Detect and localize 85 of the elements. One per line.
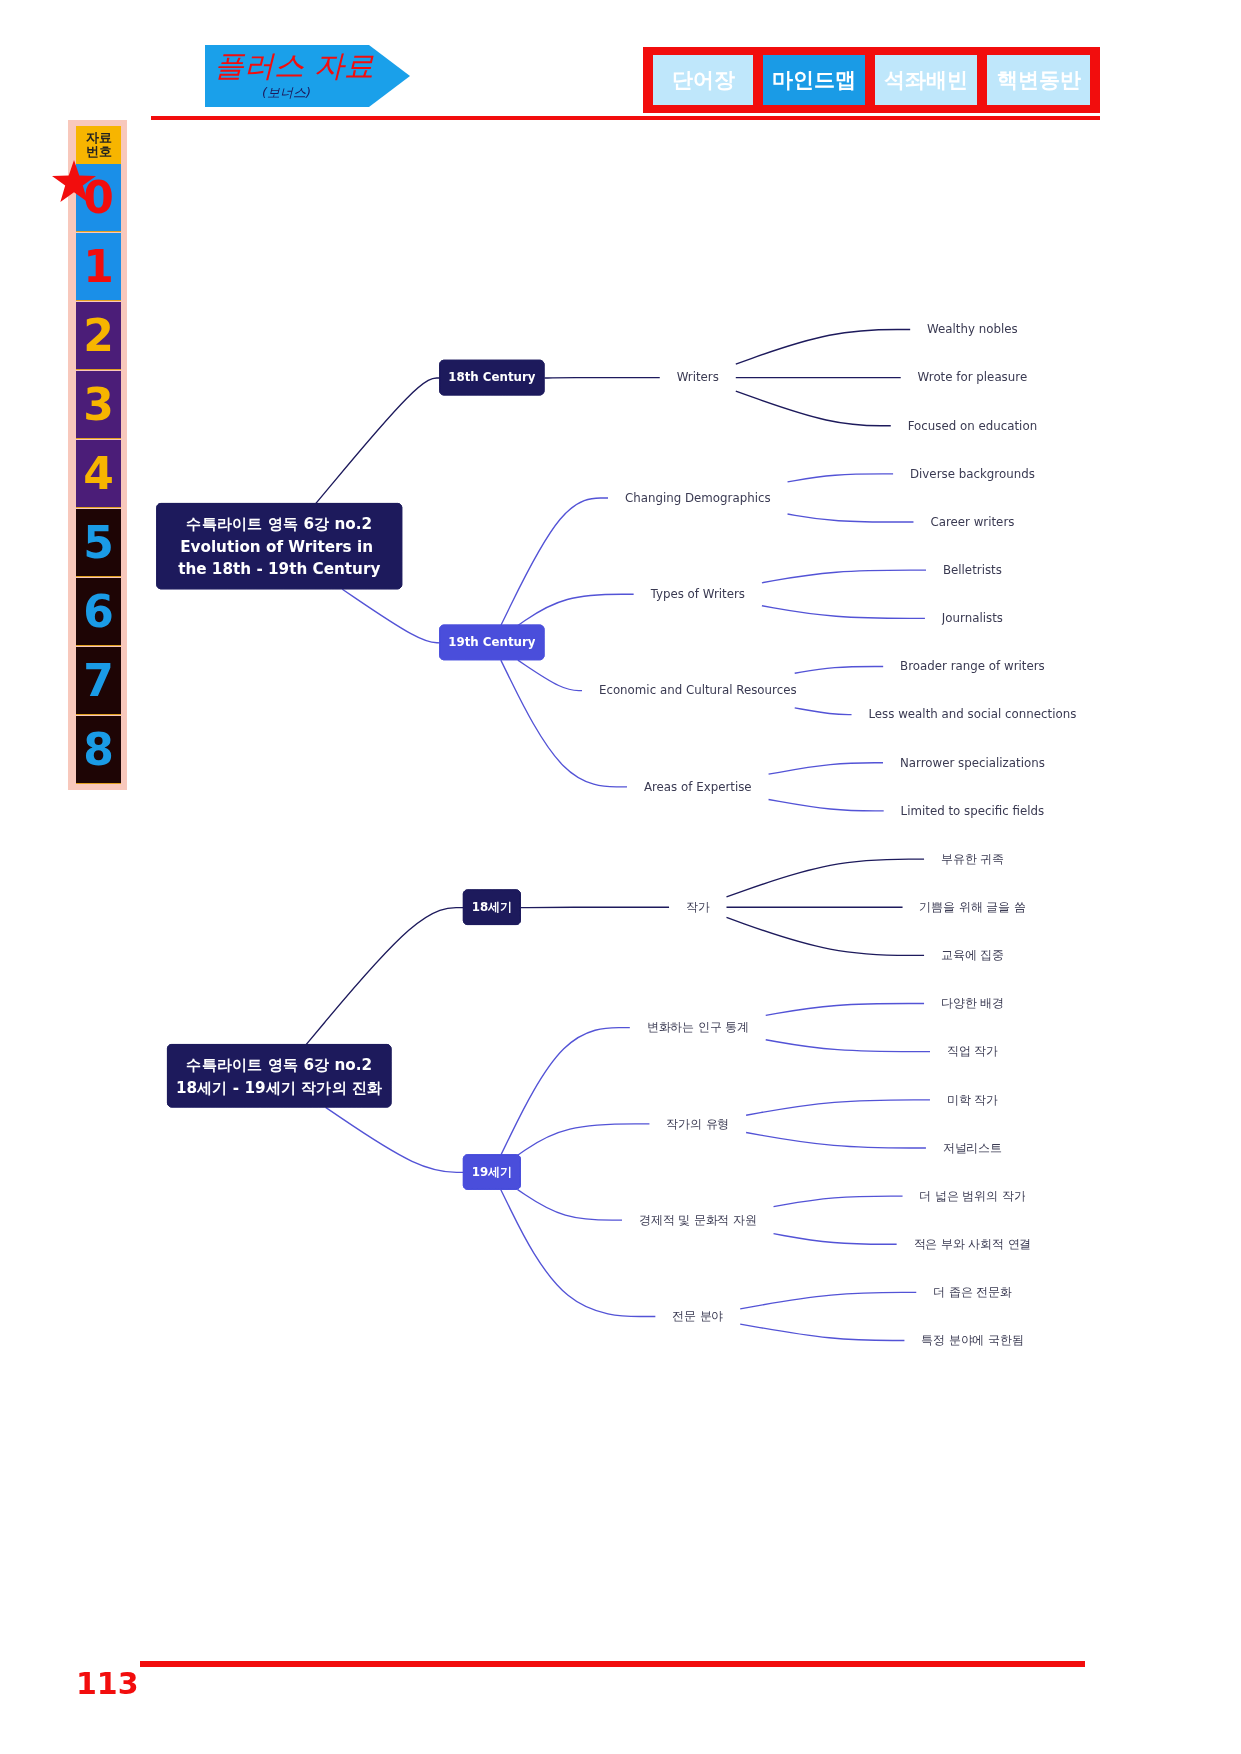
connector <box>517 659 583 692</box>
index-header: 자료 번호 <box>76 126 121 164</box>
connector <box>761 569 927 584</box>
node-text: Less wealth and social connections <box>868 707 1077 721</box>
connector <box>305 906 465 1046</box>
connector <box>517 1188 623 1221</box>
index-number-tab: 2 <box>76 302 121 370</box>
node-text: Areas of Expertise <box>643 779 752 794</box>
connector <box>725 916 925 957</box>
index-number-tab: 6 <box>76 578 121 646</box>
connector <box>772 1233 898 1245</box>
node-text: Belletrists <box>942 563 1002 577</box>
node-text: Wrote for pleasure <box>917 370 1028 384</box>
node-text: Wealthy nobles <box>927 322 1018 336</box>
banner-title: 플러스 자료 <box>214 49 374 82</box>
connector <box>324 1106 465 1174</box>
node-text: 부유한 귀족 <box>940 851 1004 866</box>
tab: 마인드맵 <box>763 55 865 105</box>
node-text: 다양한 배경 <box>940 996 1004 1010</box>
node-text: 미학 작가 <box>946 1092 998 1107</box>
tab: 석좌배빈 <box>875 55 977 105</box>
index-number-tab: 8 <box>76 716 121 784</box>
connector <box>772 1195 904 1208</box>
index-number-tab: 7 <box>76 647 121 715</box>
node-text: Economic and Cultural Resources <box>598 683 797 697</box>
index-number-tab: 0 <box>76 164 121 232</box>
connector <box>500 659 628 788</box>
connector <box>745 1099 931 1116</box>
connector <box>794 707 853 716</box>
banner-subtitle: (보너스) <box>262 86 312 101</box>
connector <box>725 906 904 908</box>
node-text: Writers <box>676 370 719 384</box>
connector <box>786 513 915 523</box>
connector <box>786 473 894 483</box>
node-text: 더 넓은 범위의 작가 <box>919 1188 1026 1203</box>
node-text: 직업 작가 <box>946 1044 998 1058</box>
node-text: 저널리스트 <box>942 1140 1002 1155</box>
connector <box>500 1189 657 1318</box>
node-text: Focused on education <box>907 418 1038 433</box>
node-text: 적은 부와 사회적 연결 <box>913 1237 1032 1251</box>
connector <box>314 377 441 505</box>
node-text: 경제적 및 문화적 자원 <box>638 1212 757 1227</box>
node-text: Career writers <box>930 514 1015 529</box>
index-number-tab: 1 <box>76 233 121 301</box>
connector <box>735 390 892 427</box>
connector <box>520 906 670 909</box>
connector <box>543 376 661 379</box>
node-text: Limited to specific fields <box>900 803 1045 818</box>
connector <box>767 762 884 775</box>
node-text: 전문 분야 <box>672 1309 724 1323</box>
connector <box>517 1123 651 1156</box>
node-text: 변화하는 인구 통계 <box>646 1020 749 1034</box>
connector <box>725 858 925 898</box>
index-number-tab: 3 <box>76 371 121 439</box>
index-number-tab: 5 <box>76 509 121 577</box>
node-text: Changing Demographics <box>624 490 771 505</box>
connector <box>500 1026 631 1156</box>
connector <box>745 1131 927 1149</box>
node-text: 작가의 유형 <box>666 1116 730 1131</box>
connector <box>517 593 635 627</box>
node-text: Broader range of writers <box>900 659 1045 673</box>
tab: 단어장 <box>653 55 753 105</box>
node-text: Narrower specializations <box>899 755 1045 770</box>
node-text: 교육에 집중 <box>940 948 1004 962</box>
connector <box>500 497 609 627</box>
node-text: 기쁨을 위해 글을 씀 <box>919 900 1026 914</box>
connector <box>767 798 885 812</box>
connector <box>765 1002 925 1017</box>
connector <box>765 1039 931 1053</box>
node-text: 작가 <box>685 900 710 914</box>
connector <box>739 1291 917 1310</box>
index-number-tab: 4 <box>76 440 121 508</box>
connector <box>735 328 911 365</box>
node-text: Types of Writers <box>650 587 746 601</box>
connector <box>341 588 441 644</box>
connector <box>761 605 926 619</box>
page-number: 113 <box>76 1667 139 1700</box>
connector <box>735 376 902 379</box>
node-text: Journalists <box>941 611 1003 625</box>
connector <box>739 1323 906 1342</box>
tab: 핵변동반 <box>987 55 1090 105</box>
node-text: 더 좁은 전문화 <box>933 1285 1012 1299</box>
connector <box>794 665 884 674</box>
node-text: 특정 분야에 국한됨 <box>921 1333 1024 1347</box>
node-text: Diverse backgrounds <box>909 466 1035 481</box>
